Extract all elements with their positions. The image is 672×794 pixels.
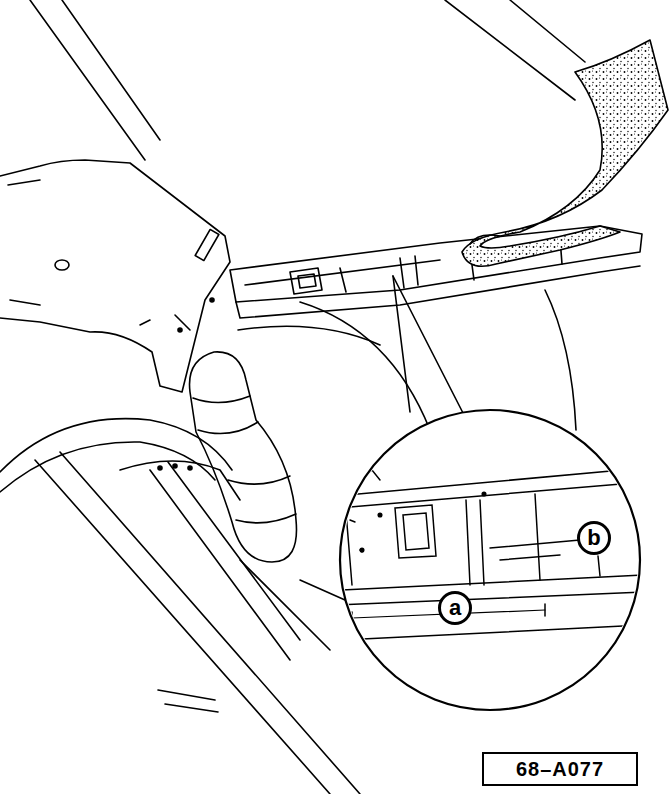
figure-number-box: 68–A077	[482, 752, 638, 786]
callout-letter: a	[449, 597, 461, 619]
figure-number: 68–A077	[516, 759, 604, 779]
callout-letter: b	[577, 521, 611, 555]
callout-letter: b	[587, 527, 600, 549]
callout-letter: a	[438, 591, 472, 625]
